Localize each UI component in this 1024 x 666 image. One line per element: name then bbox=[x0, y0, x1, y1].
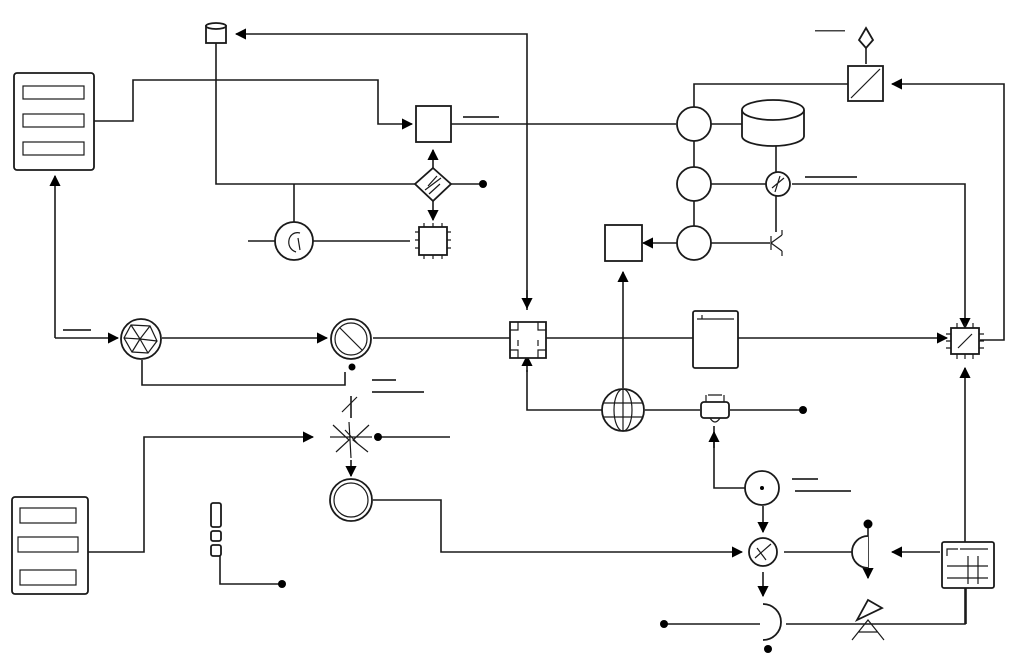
pump-symbol bbox=[765, 171, 791, 197]
process-block bbox=[415, 105, 452, 143]
connection-lines bbox=[49, 28, 1005, 625]
connector-ball-loop bbox=[141, 360, 346, 386]
transistor-symbol bbox=[770, 230, 783, 256]
terminal-dot bbox=[479, 180, 487, 188]
terminal-dot bbox=[799, 406, 807, 414]
globe-icon bbox=[601, 388, 645, 432]
junction-circle-bottom bbox=[676, 225, 712, 261]
storage-tank-small bbox=[205, 22, 227, 44]
timer-dial bbox=[744, 470, 780, 506]
connector-pump-to-chip bbox=[792, 183, 971, 330]
cross-junction-box bbox=[509, 321, 547, 359]
connector-circle-to-valve bbox=[693, 83, 848, 107]
splitter-symbol bbox=[330, 396, 372, 459]
control-board bbox=[941, 541, 995, 589]
terminal-dot bbox=[374, 433, 382, 441]
connector-battery-out bbox=[219, 556, 280, 585]
spike-symbol bbox=[857, 26, 875, 50]
terminal-dot bbox=[660, 620, 668, 628]
battery-stack bbox=[210, 502, 222, 557]
mesh-ball bbox=[120, 318, 162, 360]
chip-component-right bbox=[946, 323, 984, 359]
storage-tank-large bbox=[741, 99, 805, 147]
document-node bbox=[692, 310, 739, 369]
connector-device-to-timer bbox=[713, 426, 746, 489]
connector-circle-to-mixer bbox=[373, 499, 744, 558]
terminal-dot bbox=[278, 580, 286, 588]
blocked-valve bbox=[330, 318, 372, 360]
chip-component bbox=[415, 223, 451, 259]
control-panel-bottom bbox=[11, 496, 89, 595]
control-panel-top bbox=[13, 72, 95, 171]
output-block bbox=[604, 224, 643, 262]
flow-meter-device bbox=[700, 394, 730, 423]
connector-pipe-to-chip bbox=[786, 366, 971, 625]
mixer-valve bbox=[748, 537, 778, 567]
decision-diamond bbox=[413, 166, 453, 203]
pipe-bend bbox=[762, 603, 782, 641]
annotation-marks bbox=[63, 30, 857, 492]
coupler-symbol bbox=[851, 535, 869, 569]
valve-box bbox=[847, 65, 884, 102]
antenna-icon bbox=[851, 598, 885, 641]
junction-circle-top bbox=[676, 106, 712, 142]
connector-lower-panel-to-splitter bbox=[88, 431, 315, 553]
reactor-circle bbox=[329, 478, 373, 522]
connector-cross-to-globe bbox=[526, 370, 602, 411]
gauge-meter bbox=[274, 221, 314, 261]
terminal-dot bbox=[863, 519, 873, 529]
connector-top-return bbox=[234, 28, 528, 310]
terminal-dot bbox=[348, 363, 356, 371]
junction-circle-middle bbox=[676, 166, 712, 202]
terminal-dot bbox=[764, 645, 772, 653]
connector-panel-to-block bbox=[94, 79, 414, 130]
connector-tank-down bbox=[215, 42, 417, 185]
terminal-dots bbox=[278, 180, 873, 653]
connector-chip-to-valve bbox=[890, 78, 1005, 341]
